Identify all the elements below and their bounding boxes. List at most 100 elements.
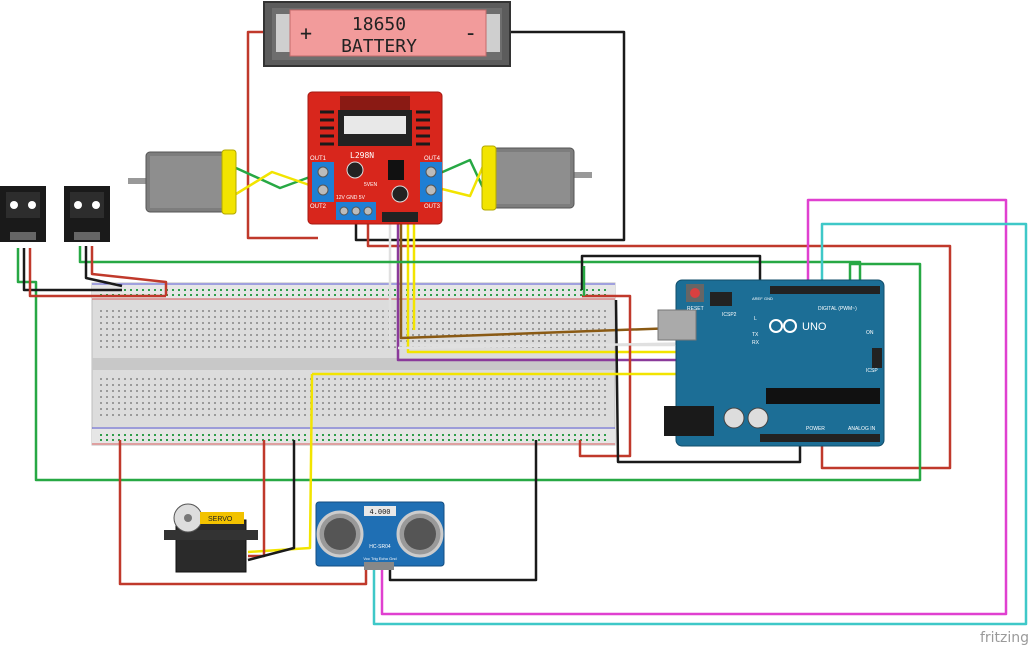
breadboard-hole <box>424 322 426 324</box>
breadboard-hole <box>184 408 186 410</box>
breadboard-hole <box>364 378 366 380</box>
breadboard-rail-hole <box>586 439 588 441</box>
breadboard-hole <box>514 340 516 342</box>
breadboard-hole <box>592 378 594 380</box>
breadboard-hole <box>262 384 264 386</box>
breadboard-hole <box>208 396 210 398</box>
breadboard-hole <box>550 310 552 312</box>
breadboard-hole <box>352 316 354 318</box>
breadboard-rail-hole <box>328 439 330 441</box>
breadboard-hole <box>346 378 348 380</box>
breadboard-hole <box>340 390 342 392</box>
breadboard-hole <box>310 328 312 330</box>
wire-motor-right-yellow <box>437 163 486 198</box>
breadboard-hole <box>586 340 588 342</box>
breadboard-rail-hole <box>364 294 366 296</box>
breadboard-rail-hole <box>316 289 318 291</box>
breadboard-hole <box>292 384 294 386</box>
breadboard-hole <box>394 316 396 318</box>
breadboard-hole <box>208 378 210 380</box>
breadboard-hole <box>292 310 294 312</box>
breadboard-hole <box>484 316 486 318</box>
breadboard-hole <box>556 316 558 318</box>
breadboard-rail-hole <box>226 434 228 436</box>
breadboard-hole <box>400 390 402 392</box>
breadboard-hole <box>550 346 552 348</box>
breadboard-rail-hole <box>202 294 204 296</box>
breadboard-hole <box>550 340 552 342</box>
breadboard-rail-hole <box>484 439 486 441</box>
breadboard-rail-hole <box>268 439 270 441</box>
breadboard-rail-hole <box>190 434 192 436</box>
breadboard-rail-hole <box>568 434 570 436</box>
breadboard-rail-hole <box>268 434 270 436</box>
breadboard-hole <box>142 378 144 380</box>
breadboard-hole <box>382 414 384 416</box>
breadboard-hole <box>322 316 324 318</box>
breadboard-hole <box>202 384 204 386</box>
breadboard-hole <box>418 316 420 318</box>
breadboard-hole <box>220 390 222 392</box>
breadboard-hole <box>208 340 210 342</box>
breadboard-rail-hole <box>592 434 594 436</box>
breadboard-hole <box>574 402 576 404</box>
breadboard-hole <box>592 316 594 318</box>
breadboard-hole <box>580 310 582 312</box>
breadboard-hole <box>154 310 156 312</box>
breadboard-hole <box>262 316 264 318</box>
breadboard-hole <box>232 402 234 404</box>
breadboard-hole <box>466 316 468 318</box>
breadboard-hole <box>514 310 516 312</box>
breadboard-hole <box>262 322 264 324</box>
breadboard-hole <box>100 384 102 386</box>
breadboard-hole <box>556 310 558 312</box>
breadboard-rail-hole <box>334 289 336 291</box>
breadboard-hole <box>586 402 588 404</box>
breadboard-hole <box>514 384 516 386</box>
breadboard-rail-hole <box>310 294 312 296</box>
breadboard-hole <box>400 384 402 386</box>
breadboard-rail-hole <box>166 434 168 436</box>
breadboard-hole <box>346 310 348 312</box>
breadboard-hole <box>208 402 210 404</box>
breadboard-hole <box>358 384 360 386</box>
breadboard-hole <box>160 346 162 348</box>
breadboard-rail-hole <box>100 434 102 436</box>
breadboard-hole <box>202 378 204 380</box>
breadboard-hole <box>382 402 384 404</box>
breadboard-hole <box>562 316 564 318</box>
breadboard-hole <box>508 402 510 404</box>
breadboard-hole <box>178 340 180 342</box>
breadboard-hole <box>364 316 366 318</box>
breadboard-hole <box>154 328 156 330</box>
breadboard-hole <box>226 310 228 312</box>
breadboard-rail-hole <box>244 439 246 441</box>
breadboard-hole <box>208 322 210 324</box>
breadboard-rail-hole <box>562 439 564 441</box>
breadboard-rail-hole <box>550 294 552 296</box>
breadboard-hole <box>448 316 450 318</box>
breadboard-hole <box>502 384 504 386</box>
breadboard-rail-hole <box>166 439 168 441</box>
breadboard-hole <box>190 334 192 336</box>
wire-ir2-red <box>90 246 168 296</box>
breadboard-hole <box>532 384 534 386</box>
breadboard-hole <box>580 316 582 318</box>
breadboard-hole <box>538 390 540 392</box>
breadboard-hole <box>592 390 594 392</box>
breadboard-hole <box>526 334 528 336</box>
breadboard-hole <box>544 328 546 330</box>
breadboard-rail-hole <box>184 439 186 441</box>
breadboard-hole <box>328 390 330 392</box>
breadboard-hole <box>376 408 378 410</box>
breadboard-hole <box>532 322 534 324</box>
breadboard-rail-hole <box>544 289 546 291</box>
breadboard-hole <box>454 414 456 416</box>
breadboard-hole <box>442 378 444 380</box>
wire-rail-black-bot <box>614 299 802 464</box>
wire-ir2-green <box>78 246 862 292</box>
breadboard-hole <box>538 310 540 312</box>
breadboard-rail-hole <box>148 289 150 291</box>
breadboard-hole <box>580 334 582 336</box>
breadboard-rail-hole <box>358 289 360 291</box>
